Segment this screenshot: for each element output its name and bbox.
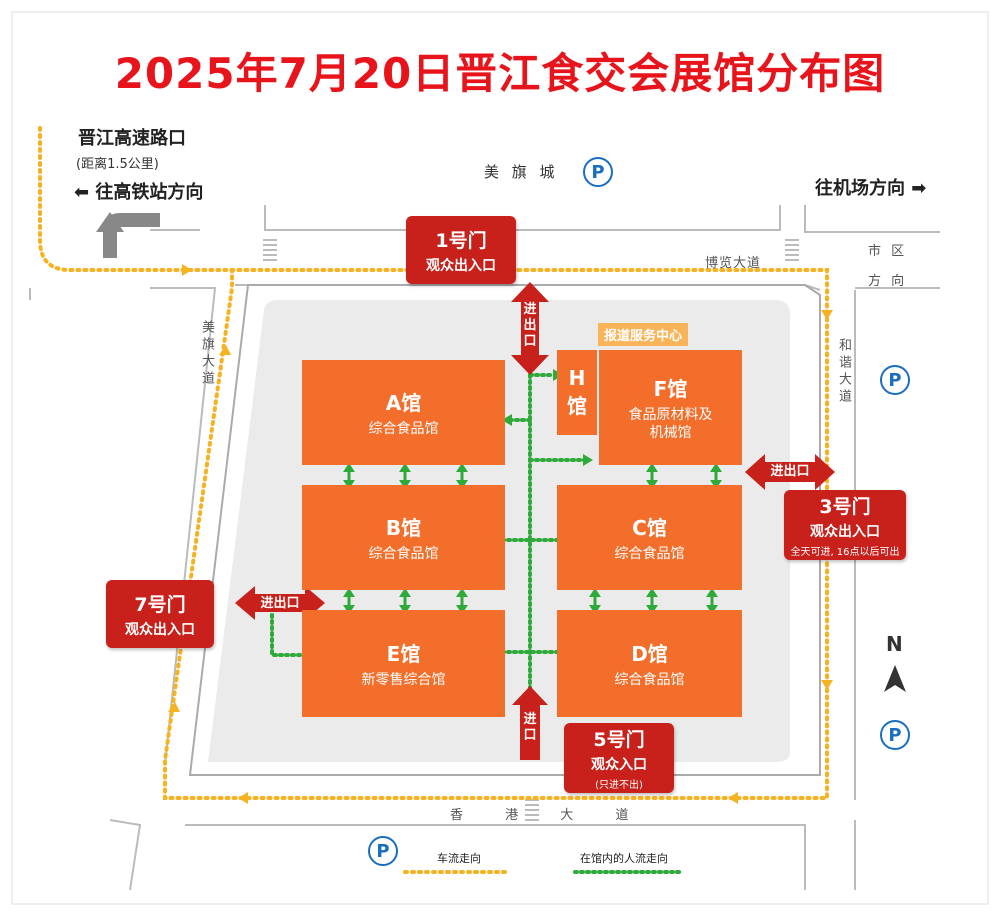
- hall-a-desc: 综合食品馆: [368, 421, 439, 437]
- arrow-right-icon: ➡: [911, 178, 927, 199]
- gate5-arrow-label: 进口: [523, 712, 537, 743]
- hall-a[interactable]: A馆 综合食品馆: [302, 360, 505, 465]
- hall-b[interactable]: B馆 综合食品馆: [302, 485, 505, 590]
- airport-direction-label: 往机场方向: [815, 178, 905, 199]
- meiqicheng-label: 美 旗 城: [484, 163, 559, 181]
- hall-f-desc-1: 食品原材料及: [628, 407, 713, 423]
- gate-1-name: 1号门: [435, 229, 487, 252]
- hall-a-name: A馆: [385, 391, 422, 415]
- gate-5-note: (只进不出): [595, 780, 643, 791]
- gate-3-desc: 观众出入口: [810, 524, 880, 540]
- parking-icon: P: [880, 720, 910, 750]
- highway-exit-label: 晋江高速路口: [78, 128, 186, 149]
- hall-d[interactable]: D馆 综合食品馆: [557, 610, 742, 717]
- gate7-arrow-label: 进出口: [260, 596, 300, 611]
- compass-arrow: [884, 665, 906, 692]
- parking-icon: P: [368, 836, 398, 866]
- vehicle-flow: [38, 126, 829, 800]
- hall-b-name: B馆: [385, 516, 422, 540]
- hall-h[interactable]: H 馆: [557, 350, 597, 435]
- arrow-left-icon: ⬅: [74, 182, 90, 203]
- gate-3[interactable]: 3号门 观众出入口 全天可进, 16点以后可出: [784, 490, 906, 560]
- hall-c[interactable]: C馆 综合食品馆: [557, 485, 742, 590]
- hall-h-name-2: 馆: [567, 394, 587, 418]
- gate-5-desc: 观众入口: [591, 757, 647, 773]
- gate-1[interactable]: 1号门 观众出入口: [406, 216, 516, 284]
- railway-direction-label: 往高铁站方向: [95, 182, 204, 203]
- gate-7-desc: 观众出入口: [125, 621, 195, 638]
- gate-3-name: 3号门: [819, 496, 871, 518]
- gate1-arrow-label: 进出口: [523, 302, 537, 349]
- gate-7-name: 7号门: [134, 593, 186, 616]
- gate1-arrow: [511, 282, 549, 375]
- gate-1-desc: 观众出入口: [426, 257, 496, 274]
- road-label-xianggang: 香 港 大 道: [450, 808, 629, 823]
- city-direction-label-1: 市 区: [868, 244, 908, 259]
- hall-f[interactable]: F馆 食品原材料及 机械馆: [599, 350, 742, 465]
- hall-c-desc: 综合食品馆: [614, 546, 685, 562]
- hall-d-desc: 综合食品馆: [614, 672, 685, 688]
- road-label-hexie: 和谐大道: [836, 338, 851, 406]
- gate-3-note: 全天可进, 16点以后可出: [790, 547, 900, 558]
- legend-pedestrian-label: 在馆内的人流走向: [580, 852, 668, 865]
- gate3-arrow-label: 进出口: [770, 464, 810, 479]
- road-label-boulan: 博览大道: [705, 256, 762, 271]
- page-title: 2025年7月20日晋江食交会展馆分布图: [114, 49, 886, 98]
- hall-e[interactable]: E馆 新零售综合馆: [302, 610, 505, 717]
- road-label-meiqi: 美旗大道: [199, 320, 214, 388]
- railway-direction: ⬅ 往高铁站方向: [74, 178, 203, 204]
- city-direction-label-2: 方 向: [868, 274, 908, 289]
- map-frame: [11, 11, 989, 905]
- parking-icon: P: [880, 365, 910, 395]
- highway-distance: (距离1.5公里): [76, 157, 159, 172]
- vehicle-flow-arrows: [168, 264, 833, 804]
- hall-e-name: E馆: [386, 642, 421, 666]
- airport-direction: 往机场方向 ➡: [815, 174, 926, 200]
- gate-5[interactable]: 5号门 观众入口 (只进不出): [564, 723, 674, 793]
- crossings: [263, 239, 799, 821]
- hall-c-name: C馆: [632, 516, 667, 540]
- hall-f-name: F馆: [653, 377, 688, 401]
- press-center-label: 报道服务中心: [598, 323, 689, 346]
- hall-e-desc: 新零售综合馆: [361, 672, 446, 688]
- hall-f-desc-2: 机械馆: [649, 425, 692, 441]
- hall-d-name: D馆: [631, 642, 668, 666]
- u-turn-arrow-head: [96, 212, 124, 232]
- compass-north-label: N: [886, 632, 903, 656]
- gate5-arrow: [512, 686, 548, 760]
- legend-vehicle-label: 车流走向: [437, 852, 481, 865]
- hall-connector-heads: [343, 463, 722, 614]
- gate-7[interactable]: 7号门 观众出入口: [106, 580, 214, 648]
- gate3-arrow: [745, 454, 835, 490]
- hall-b-desc: 综合食品馆: [368, 546, 439, 562]
- gate-5-name: 5号门: [593, 729, 645, 751]
- hall-h-name: H: [568, 366, 586, 390]
- parking-icon: P: [583, 157, 613, 187]
